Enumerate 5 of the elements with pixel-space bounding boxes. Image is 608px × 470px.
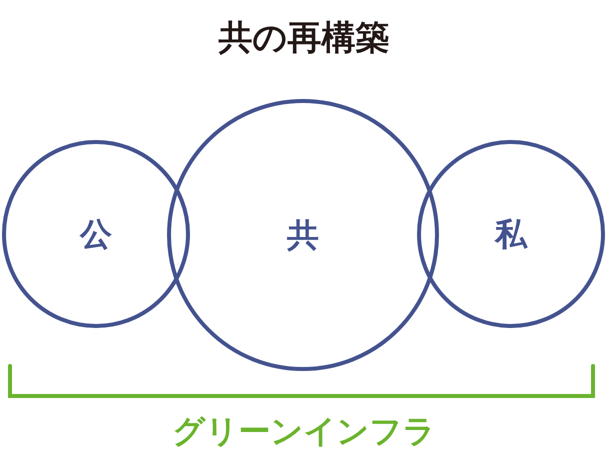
title: 共の再構築 [218, 17, 390, 60]
circle-label: 私 [495, 214, 527, 254]
circle-label: 公 [80, 214, 112, 254]
circle-label: 共 [287, 215, 319, 255]
bracket-label: グリーンインフラ [172, 411, 436, 452]
